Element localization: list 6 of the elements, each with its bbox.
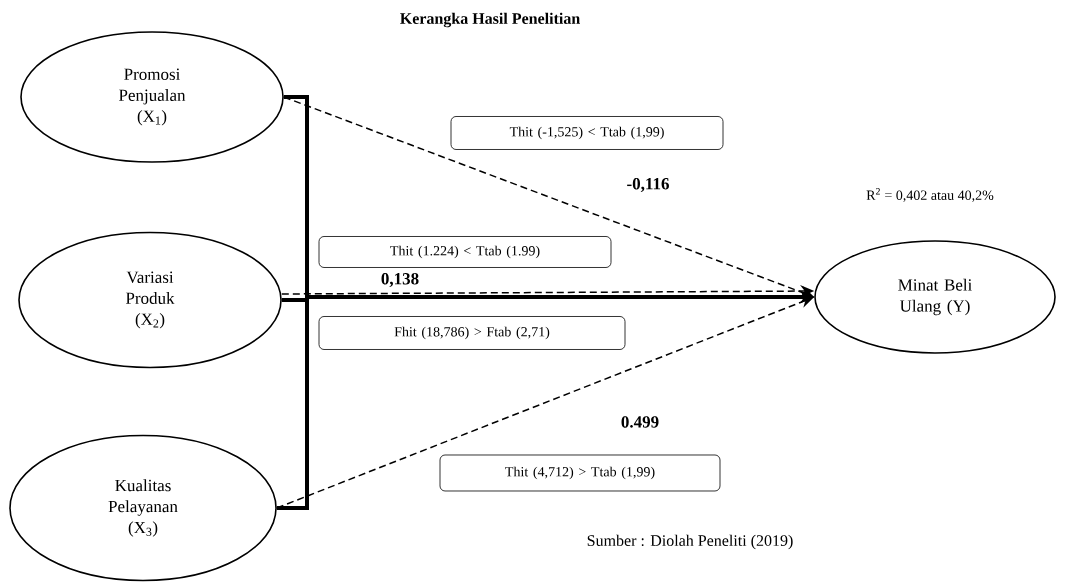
note-text: Sumber : Diolah Peneliti (2019) (587, 534, 793, 550)
statistic-box: Fhit (18,786) > Ftab (2,71) (318, 316, 626, 350)
statistic-box: Thit (4,712) > Ttab (1,99) (439, 454, 721, 492)
edge-label: 0.499 (619, 415, 661, 429)
note-text: R$^{2}$ = 0,402 atau 40,2% (866, 188, 994, 202)
title: Kerangka Hasil Penelitian (400, 12, 580, 28)
